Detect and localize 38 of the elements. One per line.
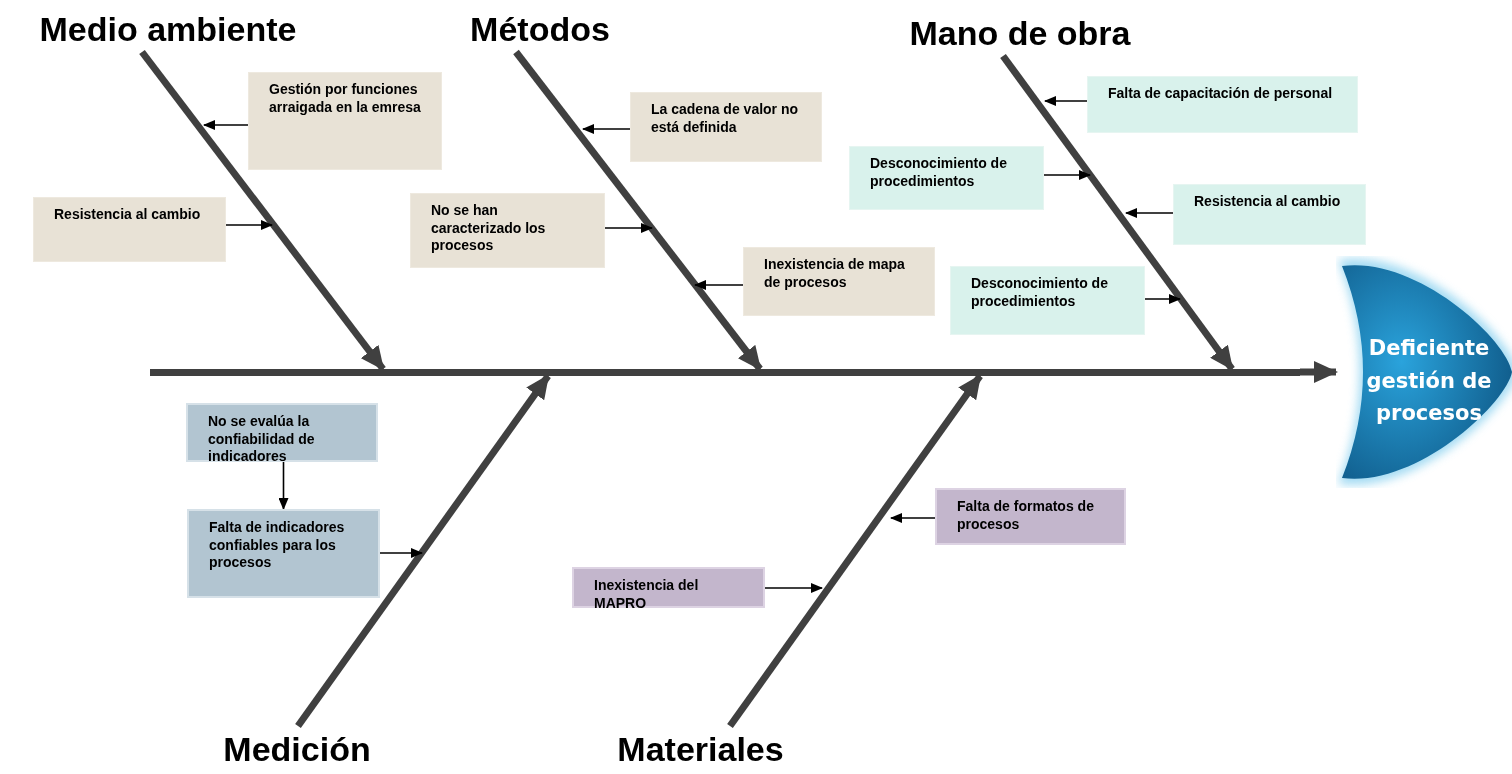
cause-box: Resistencia al cambio bbox=[1173, 184, 1366, 245]
category-title: Materiales bbox=[603, 726, 798, 772]
spine-bar bbox=[150, 369, 1300, 376]
category-title: Medio ambiente bbox=[18, 6, 318, 52]
cause-box: Resistencia al cambio bbox=[33, 197, 226, 262]
bone-arrow bbox=[1000, 53, 1235, 372]
bone-arrow bbox=[139, 49, 386, 372]
arrow bbox=[225, 220, 273, 230]
category-title: Métodos bbox=[455, 6, 625, 52]
bone-arrow bbox=[513, 49, 763, 372]
arrow bbox=[582, 124, 631, 134]
cause-box: Falta de indicadores confiables para los procesos bbox=[187, 509, 380, 598]
arrow bbox=[694, 280, 744, 290]
arrow bbox=[890, 513, 936, 523]
arrow bbox=[379, 548, 423, 558]
arrow bbox=[203, 120, 249, 130]
arrow bbox=[278, 461, 289, 510]
cause-box: Falta de formatos de procesos bbox=[935, 488, 1126, 545]
arrow bbox=[1125, 208, 1174, 218]
cause-box: Desconocimiento de procedimientos bbox=[849, 146, 1044, 210]
category-title: Medición bbox=[212, 726, 382, 772]
arrow bbox=[1144, 294, 1181, 304]
cause-box: Inexistencia del MAPRO bbox=[572, 567, 765, 608]
cause-box: Falta de capacitación de personal bbox=[1087, 76, 1358, 133]
cause-box: Inexistencia de mapa de procesos bbox=[743, 247, 935, 316]
cause-box: La cadena de valor no está definida bbox=[630, 92, 822, 162]
cause-box: Gestión por funciones arraigada en la emresa bbox=[248, 72, 442, 170]
cause-box: Desconocimiento de procedimientos bbox=[950, 266, 1145, 335]
arrow bbox=[764, 583, 823, 593]
arrow bbox=[1044, 96, 1088, 106]
category-title: Mano de obra bbox=[886, 10, 1154, 56]
arrow bbox=[1043, 170, 1091, 180]
bone-arrow bbox=[295, 373, 551, 729]
arrow bbox=[604, 223, 653, 233]
cause-box: No se han caracterizado los procesos bbox=[410, 193, 605, 268]
bone-arrow bbox=[727, 373, 983, 729]
effect-label: Deficiente gestión de procesos bbox=[1365, 335, 1493, 428]
cause-box: No se evalúa la confiabilidad de indicadores bbox=[186, 403, 378, 462]
